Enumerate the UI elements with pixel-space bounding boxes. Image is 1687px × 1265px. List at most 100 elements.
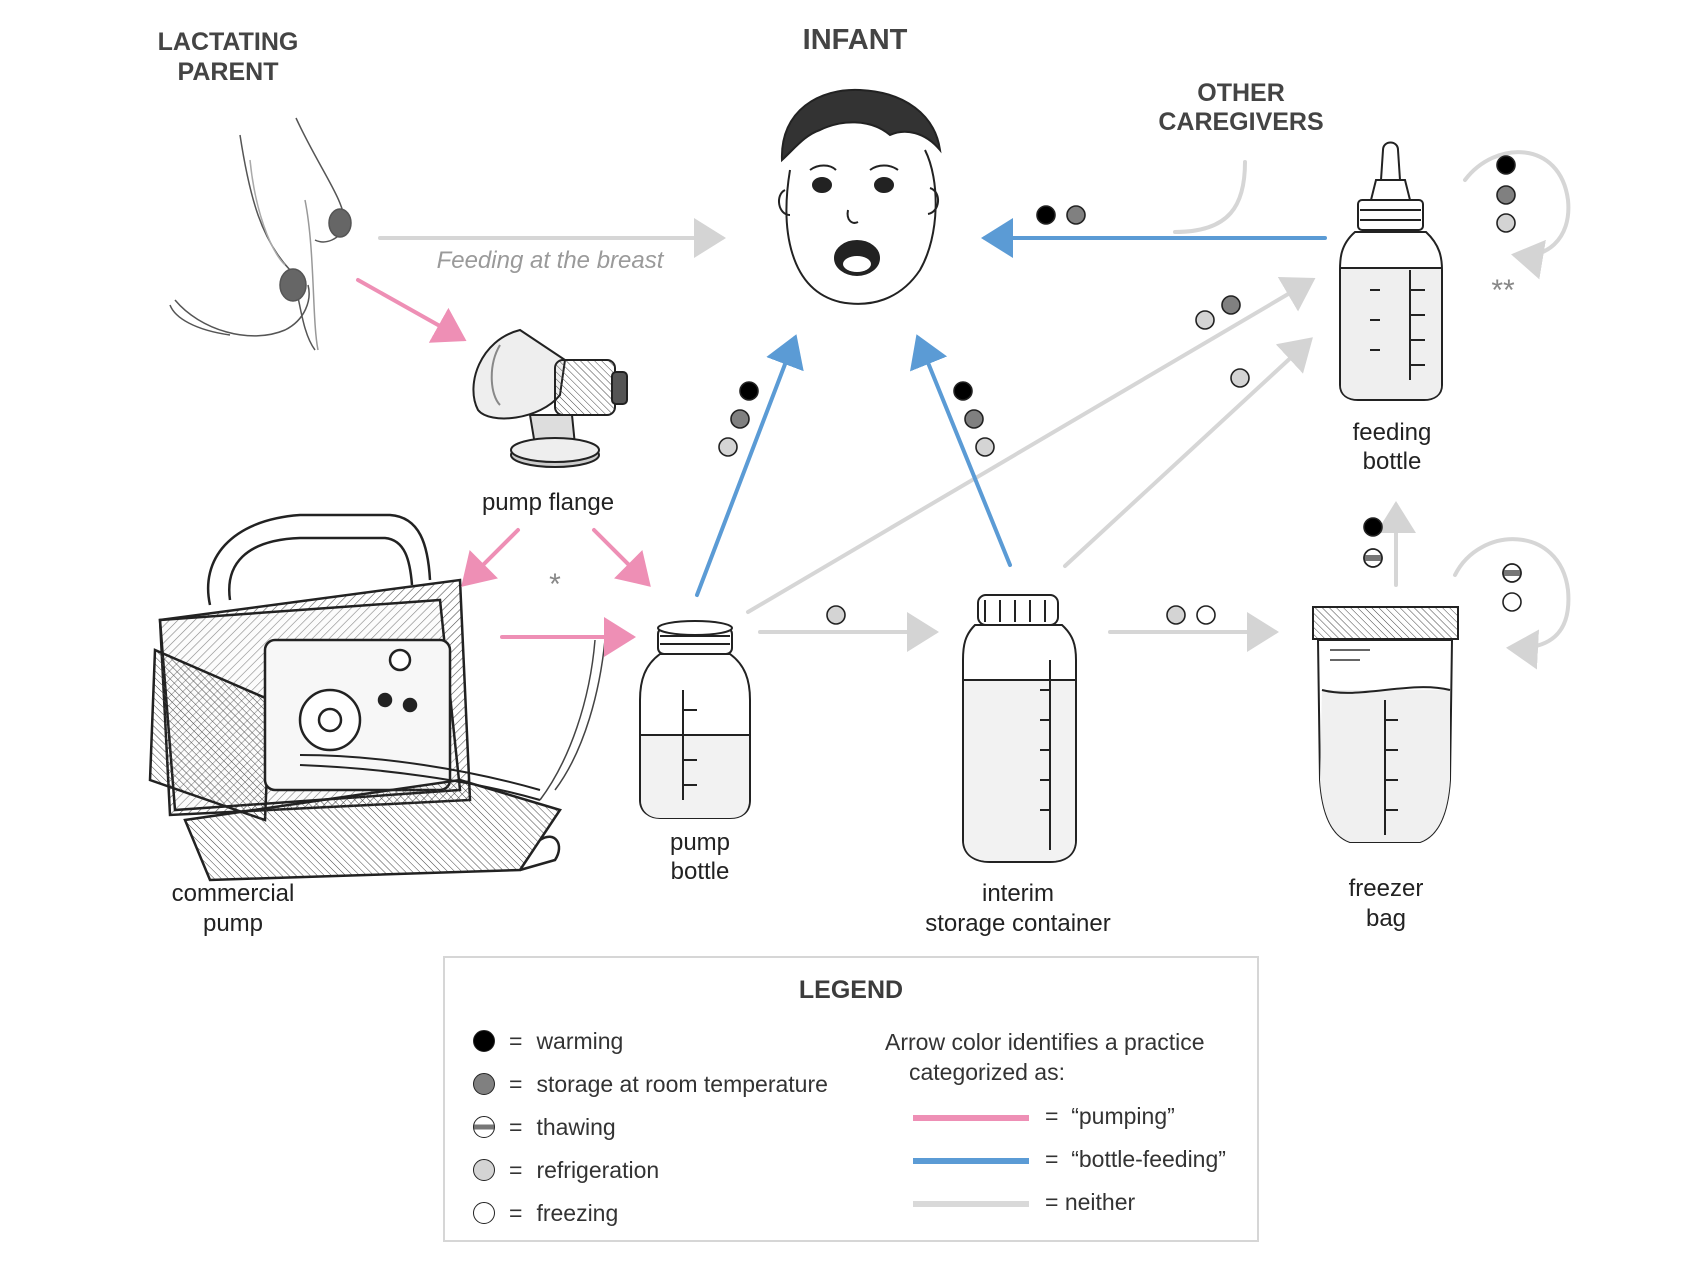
- legend-arrow-intro-line1: Arrow color identifies a practice: [885, 1029, 1205, 1055]
- pump-bottle-line1: pump: [670, 829, 730, 856]
- breast-illustration: [169, 117, 352, 351]
- single-asterisk: *: [549, 568, 561, 601]
- legend-bottle-feeding-label: = “bottle-feeding”: [1045, 1146, 1226, 1173]
- refrigeration-dot: [1195, 310, 1215, 330]
- arrow-pumpbottle-to-feedingbottle: [746, 276, 1316, 614]
- legend-row-freezing: = freezing: [473, 1198, 618, 1228]
- legend-label-refrigeration: refrigeration: [536, 1156, 660, 1183]
- pumping-arrows: [356, 278, 651, 657]
- arrow-breast-to-flange: [356, 278, 467, 343]
- legend-eq: =: [509, 1156, 523, 1183]
- bottle-feeding-arrows: [695, 218, 1327, 597]
- commercial-pump-line2: pump: [203, 910, 263, 937]
- label-other-caregivers: OTHER CAREGIVERS: [1158, 79, 1323, 136]
- legend-pumping-text: “pumping”: [1071, 1103, 1175, 1129]
- interim-line1: interim: [982, 880, 1054, 907]
- legend-eq: =: [509, 1070, 523, 1097]
- label-lactating-parent: LACTATING PARENT: [158, 28, 299, 86]
- legend-eq: =: [509, 1113, 523, 1140]
- freezing-dot: [1196, 605, 1216, 625]
- legend-row-thawing: = thawing: [473, 1112, 616, 1142]
- double-asterisk: **: [1491, 274, 1515, 307]
- room-temperature-dot: [730, 409, 750, 429]
- legend-pumping-line: [913, 1115, 1029, 1121]
- legend-eq: =: [1045, 1189, 1059, 1215]
- legend-neither-label: = neither: [1045, 1189, 1135, 1216]
- legend-row-room-temp: = storage at room temperature: [473, 1069, 828, 1099]
- legend-arrow-intro-line2: categorized as:: [909, 1059, 1065, 1085]
- commercial-pump-illustration: [148, 513, 606, 882]
- label-commercial-pump: commercial pump: [172, 880, 295, 937]
- commercial-pump-line1: commercial: [172, 880, 295, 907]
- pump-bottle-line2: bottle: [671, 858, 730, 885]
- legend-eq: =: [1045, 1146, 1059, 1172]
- feeding-bottle-line2: bottle: [1363, 448, 1422, 475]
- loop-freezerbag: [1453, 537, 1571, 670]
- legend-bottle-feeding-text: “bottle-feeding”: [1071, 1146, 1226, 1172]
- warming-dot: [1363, 517, 1383, 537]
- pump-bottle-illustration: [639, 620, 751, 819]
- label-pump-flange: pump flange: [482, 489, 614, 516]
- thawing-dot: [1502, 563, 1522, 583]
- arrow-caregivers-hook: [1173, 160, 1247, 234]
- warming-dot: [739, 381, 759, 401]
- freezing-dot: [1502, 592, 1522, 612]
- caregivers-label-line2: CAREGIVERS: [1158, 108, 1323, 136]
- legend-row-warming: = warming: [473, 1026, 623, 1056]
- refrigeration-dot: [1230, 368, 1250, 388]
- label-infant: INFANT: [803, 24, 908, 56]
- room-temperature-dot: [1221, 295, 1241, 315]
- practice-dots: [718, 155, 1522, 625]
- label-pump-bottle: pump bottle: [670, 829, 730, 885]
- lactating-label-line2: PARENT: [178, 58, 279, 86]
- arrow-interim-to-feedingbottle: [1063, 337, 1313, 568]
- legend-eq: =: [509, 1199, 523, 1226]
- legend-row-refrigeration: = refrigeration: [473, 1155, 659, 1185]
- freezer-line1: freezer: [1349, 875, 1424, 902]
- label-feeding-at-breast: Feeding at the breast: [437, 247, 665, 274]
- arrow-pumpbottle-to-infant: [695, 334, 804, 597]
- refrigeration-dot: [473, 1159, 495, 1181]
- warming-dot: [473, 1030, 495, 1052]
- room-temperature-dot: [1066, 205, 1086, 225]
- legend-label-freezing: freezing: [536, 1199, 619, 1226]
- room-temperature-dot: [1496, 185, 1516, 205]
- legend-bottle-feeding-line: [913, 1158, 1029, 1164]
- legend-label-room-temp: storage at room temperature: [536, 1070, 828, 1097]
- lactating-label-line1: LACTATING: [158, 28, 299, 56]
- interim-line2: storage container: [925, 910, 1110, 937]
- freezer-line2: bag: [1366, 905, 1406, 932]
- freezer-bag-illustration: [1312, 606, 1459, 843]
- legend-neither-text: neither: [1064, 1189, 1136, 1215]
- caregivers-label-line1: OTHER: [1197, 79, 1285, 107]
- legend-title: LEGEND: [798, 976, 904, 1004]
- legend-eq: =: [1045, 1103, 1059, 1129]
- legend-pumping-label: = “pumping”: [1045, 1103, 1175, 1130]
- arrow-flange-to-commercialpump: [461, 528, 520, 587]
- label-interim-storage: interim storage container: [925, 880, 1110, 937]
- feeding-bottle-illustration: [1339, 141, 1443, 401]
- label-feeding-bottle: feeding bottle: [1353, 419, 1432, 475]
- thawing-dot: [1363, 548, 1383, 568]
- interim-storage-illustration: [962, 594, 1077, 863]
- room-temperature-dot: [964, 409, 984, 429]
- room-temperature-dot: [473, 1073, 495, 1095]
- thawing-dot: [473, 1116, 495, 1138]
- legend-eq: =: [509, 1027, 523, 1054]
- legend-box: LEGEND = warming = storage at room tempe…: [443, 956, 1259, 1242]
- neither-arrows: [378, 150, 1571, 670]
- pump-flange-illustration: [472, 328, 628, 468]
- warming-dot: [1496, 155, 1516, 175]
- refrigeration-dot: [826, 605, 846, 625]
- feeding-bottle-line1: feeding: [1353, 419, 1432, 446]
- freezing-dot: [473, 1202, 495, 1224]
- loop-feedingbottle: [1463, 150, 1571, 280]
- legend-neither-line: [913, 1201, 1029, 1207]
- warming-dot: [953, 381, 973, 401]
- refrigeration-dot: [1496, 213, 1516, 233]
- refrigeration-dot: [1166, 605, 1186, 625]
- label-freezer-bag: freezer bag: [1349, 875, 1424, 932]
- refrigeration-dot: [975, 437, 995, 457]
- arrow-flange-to-pumpbottle: [592, 528, 651, 587]
- legend-label-warming: warming: [536, 1027, 624, 1054]
